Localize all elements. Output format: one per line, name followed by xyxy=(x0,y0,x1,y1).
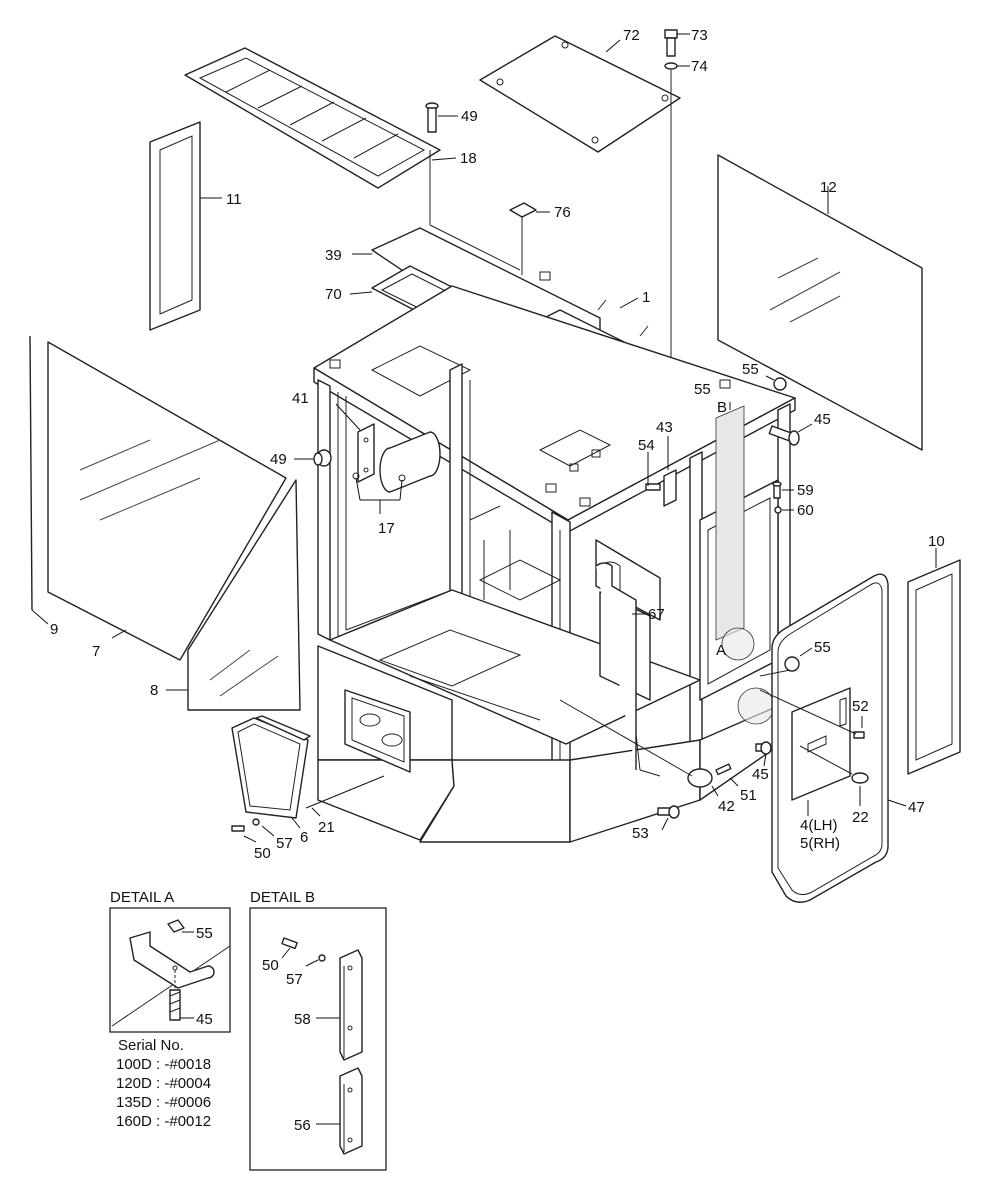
callout-51: 51 xyxy=(740,787,757,804)
callout-45-upper: 45 xyxy=(814,411,831,428)
callout-10: 10 xyxy=(928,533,945,550)
lower-glass-8 xyxy=(166,479,301,711)
grab-handle-67 xyxy=(595,562,646,770)
screw-50-57 xyxy=(231,818,275,843)
sunshade-18 xyxy=(184,47,521,271)
screw-17 xyxy=(352,472,406,514)
detail-a-callout-55: 55 xyxy=(196,925,213,942)
callout-18: 18 xyxy=(460,150,477,167)
cab-frame xyxy=(313,271,796,843)
serial-135d: 135D : -#0006 xyxy=(116,1094,211,1111)
glass-10 xyxy=(907,548,961,775)
plate-4-5 xyxy=(791,687,851,816)
bolt-45-upper xyxy=(768,423,813,446)
callout-9: 9 xyxy=(50,621,58,638)
callout-49-left: 49 xyxy=(270,451,287,468)
latch-22 xyxy=(799,745,869,806)
serial-160d: 160D : -#0012 xyxy=(116,1113,211,1130)
detail-b-callout-50: 50 xyxy=(262,957,279,974)
serial-heading: Serial No. xyxy=(118,1037,184,1054)
callout-57: 57 xyxy=(276,835,293,852)
callout-50: 50 xyxy=(254,845,271,862)
callout-70: 70 xyxy=(325,286,342,303)
detail-a-box xyxy=(109,907,231,1033)
cover-42 xyxy=(559,699,719,797)
callout-67: 67 xyxy=(648,606,665,623)
cap-76 xyxy=(509,202,550,275)
screw-51 xyxy=(715,763,739,787)
cover-6 xyxy=(231,715,385,829)
glass-11 xyxy=(149,121,222,331)
callout-12: 12 xyxy=(820,179,837,196)
glass-12 xyxy=(717,154,923,451)
callout-55-top: 55 xyxy=(742,361,759,378)
callout-5rh: 5(RH) xyxy=(800,835,840,852)
callout-74: 74 xyxy=(691,58,708,75)
callout-52: 52 xyxy=(852,698,869,715)
pin-59-washer-60 xyxy=(772,481,794,514)
callout-6: 6 xyxy=(300,829,308,846)
callout-43: 43 xyxy=(656,419,673,436)
detail-b-callout-57: 57 xyxy=(286,971,303,988)
roof-panel-72 xyxy=(479,35,681,153)
callout-8: 8 xyxy=(150,682,158,699)
serial-100d: 100D : -#0018 xyxy=(116,1056,211,1073)
callout-60: 60 xyxy=(797,502,814,519)
part-43-54 xyxy=(645,436,677,507)
callout-11: 11 xyxy=(226,191,242,208)
detail-a-marker xyxy=(721,627,775,725)
detail-a-title: DETAIL A xyxy=(110,889,174,906)
callout-21: 21 xyxy=(318,819,335,836)
bracket-41 xyxy=(335,403,441,493)
serial-120d: 120D : -#0004 xyxy=(116,1075,211,1092)
callout-54: 54 xyxy=(638,437,655,454)
detail-b-callout-56: 56 xyxy=(294,1117,311,1134)
detail-a-callout-45: 45 xyxy=(196,1011,213,1028)
callout-1: 1 xyxy=(642,289,650,306)
detail-b-strip xyxy=(715,402,745,641)
nut-55-door xyxy=(759,647,813,677)
callout-41: 41 xyxy=(292,390,309,407)
nut-55-upper xyxy=(765,375,787,391)
callout-47: 47 xyxy=(908,799,925,816)
callout-39: 39 xyxy=(325,247,342,264)
callout-55-door: 55 xyxy=(814,639,831,656)
callout-53: 53 xyxy=(632,825,649,842)
nut-49-left xyxy=(294,449,332,467)
cover-21-leader xyxy=(311,807,321,817)
callout-76: 76 xyxy=(554,204,571,221)
detail-b-title: DETAIL B xyxy=(250,889,315,906)
strip-9 xyxy=(29,335,49,625)
callout-45-lower: 45 xyxy=(752,766,769,783)
callout-17: 17 xyxy=(378,520,395,537)
callout-labels: 72 73 74 49 18 11 12 76 39 70 1 55 55 B … xyxy=(50,27,945,1134)
callout-B: B xyxy=(717,399,727,416)
detail-b-box xyxy=(249,907,387,1171)
front-glass-7 xyxy=(47,341,287,661)
callout-42: 42 xyxy=(718,798,735,815)
callout-59: 59 xyxy=(797,482,814,499)
detail-b-callout-58: 58 xyxy=(294,1011,311,1028)
bolt-49-top xyxy=(425,102,458,133)
screw-52 xyxy=(759,689,865,739)
callout-73: 73 xyxy=(691,27,708,44)
callout-72: 72 xyxy=(623,27,640,44)
bolt-53 xyxy=(657,805,680,831)
callout-22: 22 xyxy=(852,809,869,826)
callout-55-center: 55 xyxy=(694,381,711,398)
bolt-45-lower xyxy=(755,741,772,767)
callout-4lh: 4(LH) xyxy=(800,817,838,834)
callout-7: 7 xyxy=(92,643,100,660)
bolt-stack-73-74 xyxy=(661,29,693,403)
callout-A: A xyxy=(716,642,726,659)
callout-49: 49 xyxy=(461,108,478,125)
